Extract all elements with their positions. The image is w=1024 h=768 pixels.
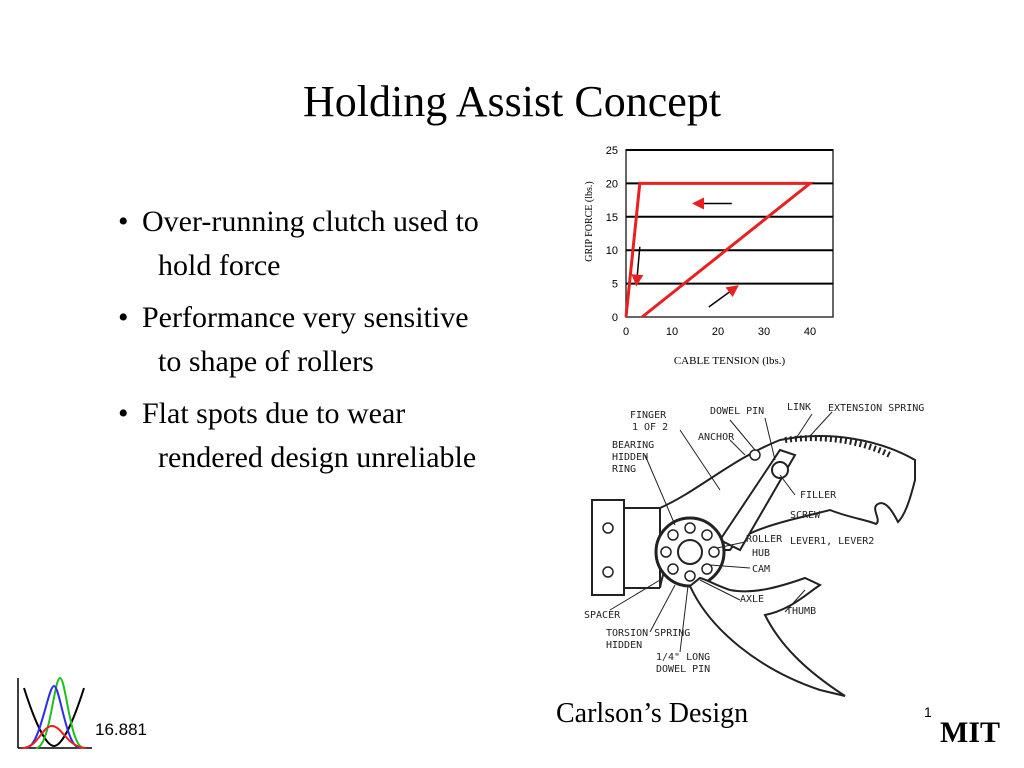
logo-curve-red [21, 724, 87, 749]
course-number: 16.881 [95, 720, 147, 739]
figure-caption: Carlson’s Design [556, 698, 749, 729]
carlson-design-drawing: FINGER 1 OF 2 DOWEL PIN LINK EXTENSION S… [584, 402, 924, 697]
roller [667, 563, 679, 575]
y-tick-label: 0 [612, 312, 618, 324]
diagram-label: LEVER1, LEVER2 [790, 536, 874, 547]
x-axis-label: CABLE TENSION (lbs.) [674, 355, 786, 367]
diagram-label: 1/4" LONG [656, 652, 710, 663]
slide-title: Holding Assist Concept [302, 77, 722, 126]
diagram-label: THUMB [786, 606, 816, 617]
y-tick-label: 15 [606, 212, 618, 224]
y-axis-label: GRIP FORCE (lbs.) [584, 181, 595, 261]
diagram-label: FINGER [630, 410, 667, 421]
logo-curve-blue [25, 684, 81, 749]
direction-arrow [708, 285, 739, 308]
mounting-plate [591, 499, 625, 596]
diagram-label: HIDDEN [612, 452, 648, 463]
diagram-label: TORSION SPRING [606, 628, 690, 639]
thumb-outline [688, 576, 846, 697]
diagram-label: FILLER [800, 490, 837, 501]
y-tick-label: 10 [606, 245, 618, 257]
roller [684, 570, 696, 582]
series-line [624, 181, 815, 319]
leader-lines [609, 411, 833, 653]
bullet-list: •Over-running clutch used to hold force … [118, 200, 488, 488]
bullet-item: • Flat spots due to wear rendered design … [118, 392, 488, 480]
diagram-label: LINK [787, 402, 811, 413]
link-pivot [771, 461, 789, 479]
bullet-glyph: • [118, 301, 129, 334]
slide-number: 1 [924, 704, 932, 720]
diagram-label: 1 OF 2 [632, 422, 668, 433]
diagram-label: HUB [752, 548, 770, 559]
footer-org: MIT [940, 716, 1000, 749]
roller [667, 529, 679, 541]
logo-curve-black [23, 687, 85, 748]
diagram-label: BEARING [612, 440, 654, 451]
bullet-text: Flat spots due to wear rendered design u… [142, 397, 477, 474]
roller [660, 546, 672, 558]
y-tick-label: 5 [612, 279, 618, 291]
diagram-label: DOWEL PIN [710, 406, 764, 417]
roller [701, 529, 713, 541]
roller [708, 546, 720, 558]
clutch-hub [677, 539, 703, 565]
y-tick-label: 25 [606, 145, 618, 157]
plate-hole-bottom [602, 566, 614, 578]
bullet-text: Performance very sensitive to shape of r… [142, 301, 469, 378]
bullet-glyph: • [118, 205, 129, 238]
course-logo [17, 676, 92, 749]
roller [684, 522, 696, 534]
y-tick-label: 20 [606, 178, 618, 190]
diagram-label: HIDDEN [606, 640, 642, 651]
bullet-text: Over-running clutch used to hold force [142, 205, 479, 282]
bullet-item: • Over-running clutch used to hold force [118, 200, 488, 288]
x-tick-label: 40 [804, 326, 816, 338]
logo-curve-green [35, 676, 85, 749]
bullet-glyph: • [118, 397, 129, 430]
diagram-label: SCREW [790, 510, 821, 521]
diagram-label: SPACER [584, 610, 621, 621]
diagram-label: AXLE [740, 594, 764, 605]
diagram-label: EXTENSION SPRING [828, 403, 924, 414]
anchor-pin [749, 449, 761, 461]
x-tick-label: 20 [712, 326, 724, 338]
diagram-label: DOWEL PIN [656, 664, 710, 675]
bullet-item: • Performance very sensitive to shape of … [118, 296, 488, 384]
x-tick-label: 0 [623, 326, 629, 338]
diagram-label: ROLLER [746, 534, 783, 545]
plate-hole-top [602, 522, 614, 534]
diagram-label: RING [612, 464, 636, 475]
diagram-label: ANCHOR [698, 432, 735, 443]
roller [701, 563, 713, 575]
direction-arrow [631, 246, 644, 287]
x-tick-label: 30 [758, 326, 770, 338]
x-tick-label: 10 [666, 326, 678, 338]
diagram-label: CAM [752, 564, 770, 575]
